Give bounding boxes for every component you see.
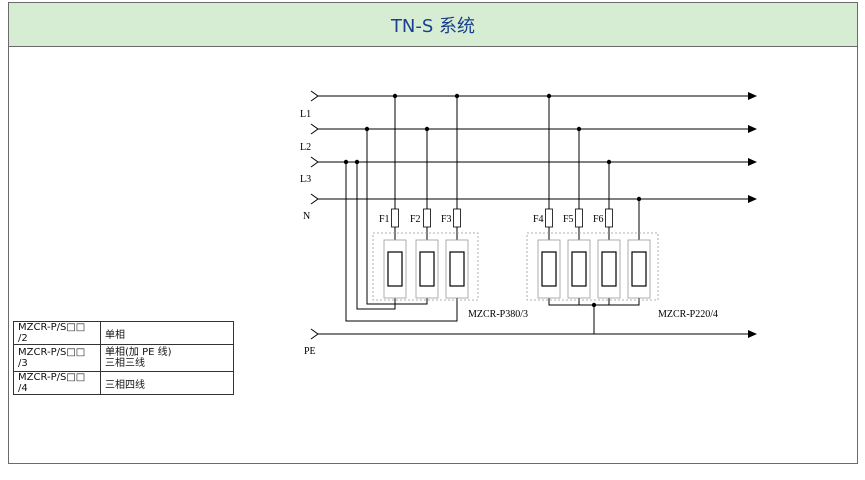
fuse-label: F2 (410, 214, 421, 225)
entry-chevron (310, 193, 319, 205)
module-label: MZCR-P220/4 (658, 309, 718, 320)
fuse-label: F5 (563, 214, 574, 225)
desc-cell: 三相四线 (100, 371, 234, 395)
entry-chevron (310, 328, 319, 340)
return-wire (356, 162, 396, 310)
arrowhead (748, 330, 757, 338)
spd-body (419, 251, 435, 287)
bus-label: L3 (300, 174, 311, 185)
model-cell: MZCR-P/S□□ /3 (13, 344, 101, 372)
title-bar: TN-S 系统 (9, 3, 857, 47)
surge-protectors (383, 239, 651, 299)
module-box-p220 (526, 232, 659, 301)
arrowhead (748, 195, 757, 203)
wires (310, 90, 748, 340)
spd-body (541, 251, 557, 287)
table-row: MZCR-P/S□□ /4 三相四线 (13, 371, 234, 395)
table-row: MZCR-P/S□□ /3 单相(加 PE 线)三相三线 (13, 344, 234, 372)
junction-dots (343, 93, 642, 308)
junction-dot (576, 126, 582, 132)
junction-dot (454, 93, 460, 99)
junction-dot (424, 126, 430, 132)
arrowhead (748, 158, 757, 166)
junction-dot (606, 159, 612, 165)
bus-label: N (303, 211, 310, 222)
fuse-label: F3 (441, 214, 452, 225)
spd-body (631, 251, 647, 287)
junction-dot (591, 302, 597, 308)
junction-dot (546, 93, 552, 99)
fuse (605, 208, 613, 228)
page-title: TN-S 系统 (390, 15, 476, 37)
bus-label: PE (304, 346, 316, 357)
fuse (391, 208, 399, 228)
fuse (575, 208, 583, 228)
desc-cell: 单相 (100, 321, 234, 345)
model-table: MZCR-P/S□□ /2 单相 MZCR-P/S□□ /3 单相(加 PE 线… (13, 321, 234, 395)
spd-body (387, 251, 403, 287)
fuse-label: F6 (593, 214, 604, 225)
spd-body (449, 251, 465, 287)
fuse-label: F4 (533, 214, 544, 225)
fuses (391, 208, 613, 228)
arrowhead (748, 125, 757, 133)
junction-dot (392, 93, 398, 99)
spd-body (571, 251, 587, 287)
model-cell: MZCR-P/S□□ /4 (13, 371, 101, 395)
fuse (545, 208, 553, 228)
junction-dot (343, 159, 349, 165)
module-label: MZCR-P380/3 (468, 309, 528, 320)
fuse (423, 208, 431, 228)
spd-body (601, 251, 617, 287)
return-wire (345, 162, 458, 322)
fuse (453, 208, 461, 228)
desc-cell: 单相(加 PE 线)三相三线 (100, 344, 234, 372)
bus-label: L1 (300, 109, 311, 120)
bus-label: L2 (300, 142, 311, 153)
junction-dot (354, 159, 360, 165)
module-boxes (372, 232, 659, 301)
entry-chevron (310, 90, 319, 102)
junction-dot (364, 126, 370, 132)
entry-chevron (310, 156, 319, 168)
entry-chevron (310, 123, 319, 135)
arrowhead (748, 92, 757, 100)
junction-dot (636, 196, 642, 202)
fuse-label: F1 (379, 214, 390, 225)
module-box-p380 (372, 232, 479, 301)
